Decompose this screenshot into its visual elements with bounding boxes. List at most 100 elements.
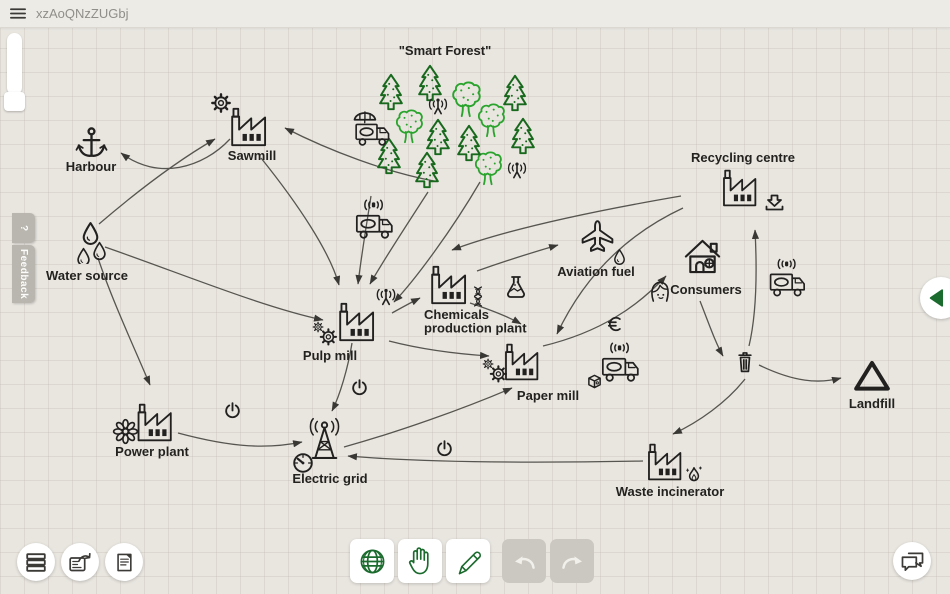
globe-icon <box>359 548 386 575</box>
gauge-icon <box>293 453 313 473</box>
edge-electric-grid-to-paper-mill[interactable] <box>343 387 513 448</box>
layers-button[interactable] <box>17 543 55 581</box>
top-bar: xzAoQNzZUGbj <box>0 0 950 28</box>
bottom-left-toolbar <box>17 543 143 581</box>
wave-truck-icon <box>771 260 805 296</box>
power-icon <box>225 402 240 419</box>
gears-icon <box>483 359 506 381</box>
node-landfill[interactable] <box>854 360 890 391</box>
hand-icon <box>407 546 433 576</box>
undo-button[interactable] <box>502 539 546 583</box>
flower-icon <box>112 418 139 445</box>
antenna-icon <box>376 287 396 306</box>
edge-sawmill-to-pulp-mill[interactable] <box>260 157 341 286</box>
edges-layer <box>97 127 842 463</box>
edge-waste-incinerator-to-electric-grid[interactable] <box>347 453 644 463</box>
gears-icon <box>313 322 336 344</box>
label-sawmill: Sawmill <box>228 148 276 163</box>
antenna-icon <box>507 161 527 179</box>
edge-consumers-to-waste-bin[interactable] <box>699 300 724 357</box>
edge-recycling-centre-to-paper-mill[interactable] <box>556 207 684 335</box>
edge-water-source-to-pulp-mill[interactable] <box>104 246 324 322</box>
pine-tree-icon[interactable] <box>426 118 450 156</box>
pine-tree-icon[interactable] <box>503 74 527 112</box>
zoom-slider[interactable] <box>4 33 25 111</box>
notes-icon <box>116 553 133 572</box>
pencil-icon <box>455 548 482 575</box>
draw-tool-button[interactable] <box>446 539 490 583</box>
edge-pulp-mill-to-chemicals-plant[interactable] <box>391 297 421 314</box>
edge-forest-to-sawmill[interactable] <box>284 127 435 182</box>
node-electric-grid[interactable] <box>309 417 340 460</box>
node-power-plant[interactable] <box>137 403 172 442</box>
label-recycling-centre: Recycling centre <box>691 150 795 165</box>
node-recycling-centre[interactable] <box>723 169 757 207</box>
node-paper-mill[interactable] <box>505 343 539 381</box>
edge-power-plant-to-electric-grid[interactable] <box>177 432 303 448</box>
node-waste-bin[interactable] <box>738 351 752 373</box>
export-button[interactable] <box>61 543 99 581</box>
broadleaf-tree-icon[interactable] <box>474 151 502 186</box>
globe-tool-button[interactable] <box>350 539 394 583</box>
broadleaf-tree-icon[interactable] <box>395 109 423 144</box>
export-icon <box>69 553 91 572</box>
label-electric-grid: Electric grid <box>292 471 367 486</box>
pan-tool-button[interactable] <box>398 539 442 583</box>
left-triangle-icon <box>927 287 949 309</box>
feedback-tab[interactable]: Feedback <box>12 245 35 303</box>
broadleaf-tree-icon[interactable] <box>452 81 481 118</box>
node-chemicals-plant[interactable] <box>431 265 467 305</box>
document-title: xzAoQNzZUGbj <box>36 6 129 21</box>
pine-tree-icon[interactable] <box>379 73 403 111</box>
edge-waste-bin-to-recycling-centre[interactable] <box>748 229 760 347</box>
download-icon <box>765 194 784 211</box>
wave-truck-icon <box>603 343 638 381</box>
pine-tree-icon[interactable] <box>415 151 439 189</box>
edge-recycling-centre-to-chemicals-plant[interactable] <box>451 195 682 251</box>
help-tab[interactable]: ? <box>12 213 35 243</box>
pine-tree-icon[interactable] <box>511 117 535 155</box>
node-harbour[interactable] <box>75 127 108 157</box>
edge-waste-bin-to-waste-incinerator[interactable] <box>672 378 746 435</box>
edge-pulp-mill-to-electric-grid[interactable] <box>331 342 353 412</box>
edge-water-source-to-sawmill[interactable] <box>98 138 216 225</box>
label-consumers: Consumers <box>670 282 742 297</box>
edge-forest-to-pulp-mill[interactable] <box>355 195 372 285</box>
redo-button[interactable] <box>550 539 594 583</box>
bottom-center-toolbar <box>350 539 594 583</box>
notes-button[interactable] <box>105 543 143 581</box>
edge-chemicals-plant-to-paper-mill[interactable] <box>469 302 522 325</box>
dish-truck-icon <box>355 112 389 145</box>
edge-waste-bin-to-landfill[interactable] <box>758 364 842 384</box>
pine-tree-icon[interactable] <box>418 64 442 102</box>
gear-icon <box>211 93 231 113</box>
label-waste-incinerator: Waste incinerator <box>616 484 725 499</box>
node-aviation-fuel[interactable] <box>581 220 614 252</box>
node-water-source[interactable] <box>78 223 105 265</box>
label-paper-mill: Paper mill <box>517 388 579 403</box>
edge-forest-to-pulp-mill[interactable] <box>393 181 481 303</box>
pine-tree-icon[interactable] <box>457 124 481 162</box>
broadleaf-tree-icon[interactable] <box>477 103 505 138</box>
collapse-panel-button[interactable] <box>920 277 950 319</box>
node-pulp-mill[interactable] <box>339 302 375 342</box>
edge-chemicals-plant-to-aviation-fuel[interactable] <box>476 244 559 272</box>
edge-pulp-mill-to-paper-mill[interactable] <box>388 340 490 359</box>
menu-icon[interactable] <box>10 7 26 20</box>
edge-forest-to-pulp-mill[interactable] <box>369 191 429 285</box>
edge-water-source-to-power-plant[interactable] <box>97 257 151 386</box>
label-landfill: Landfill <box>849 396 895 411</box>
node-consumers[interactable] <box>684 239 721 274</box>
euro-icon <box>607 316 621 332</box>
edge-paper-mill-to-consumers[interactable] <box>542 275 667 347</box>
edge-sawmill-to-harbour[interactable] <box>120 138 231 170</box>
zoom-slider-thumb[interactable] <box>4 92 25 111</box>
chat-button[interactable] <box>893 542 931 580</box>
node-waste-incinerator[interactable] <box>648 443 682 481</box>
label-smart-forest-label: "Smart Forest" <box>399 43 492 58</box>
undo-arrow-icon <box>512 552 537 571</box>
label-aviation-fuel: Aviation fuel <box>557 264 635 279</box>
node-sawmill[interactable] <box>231 107 267 147</box>
